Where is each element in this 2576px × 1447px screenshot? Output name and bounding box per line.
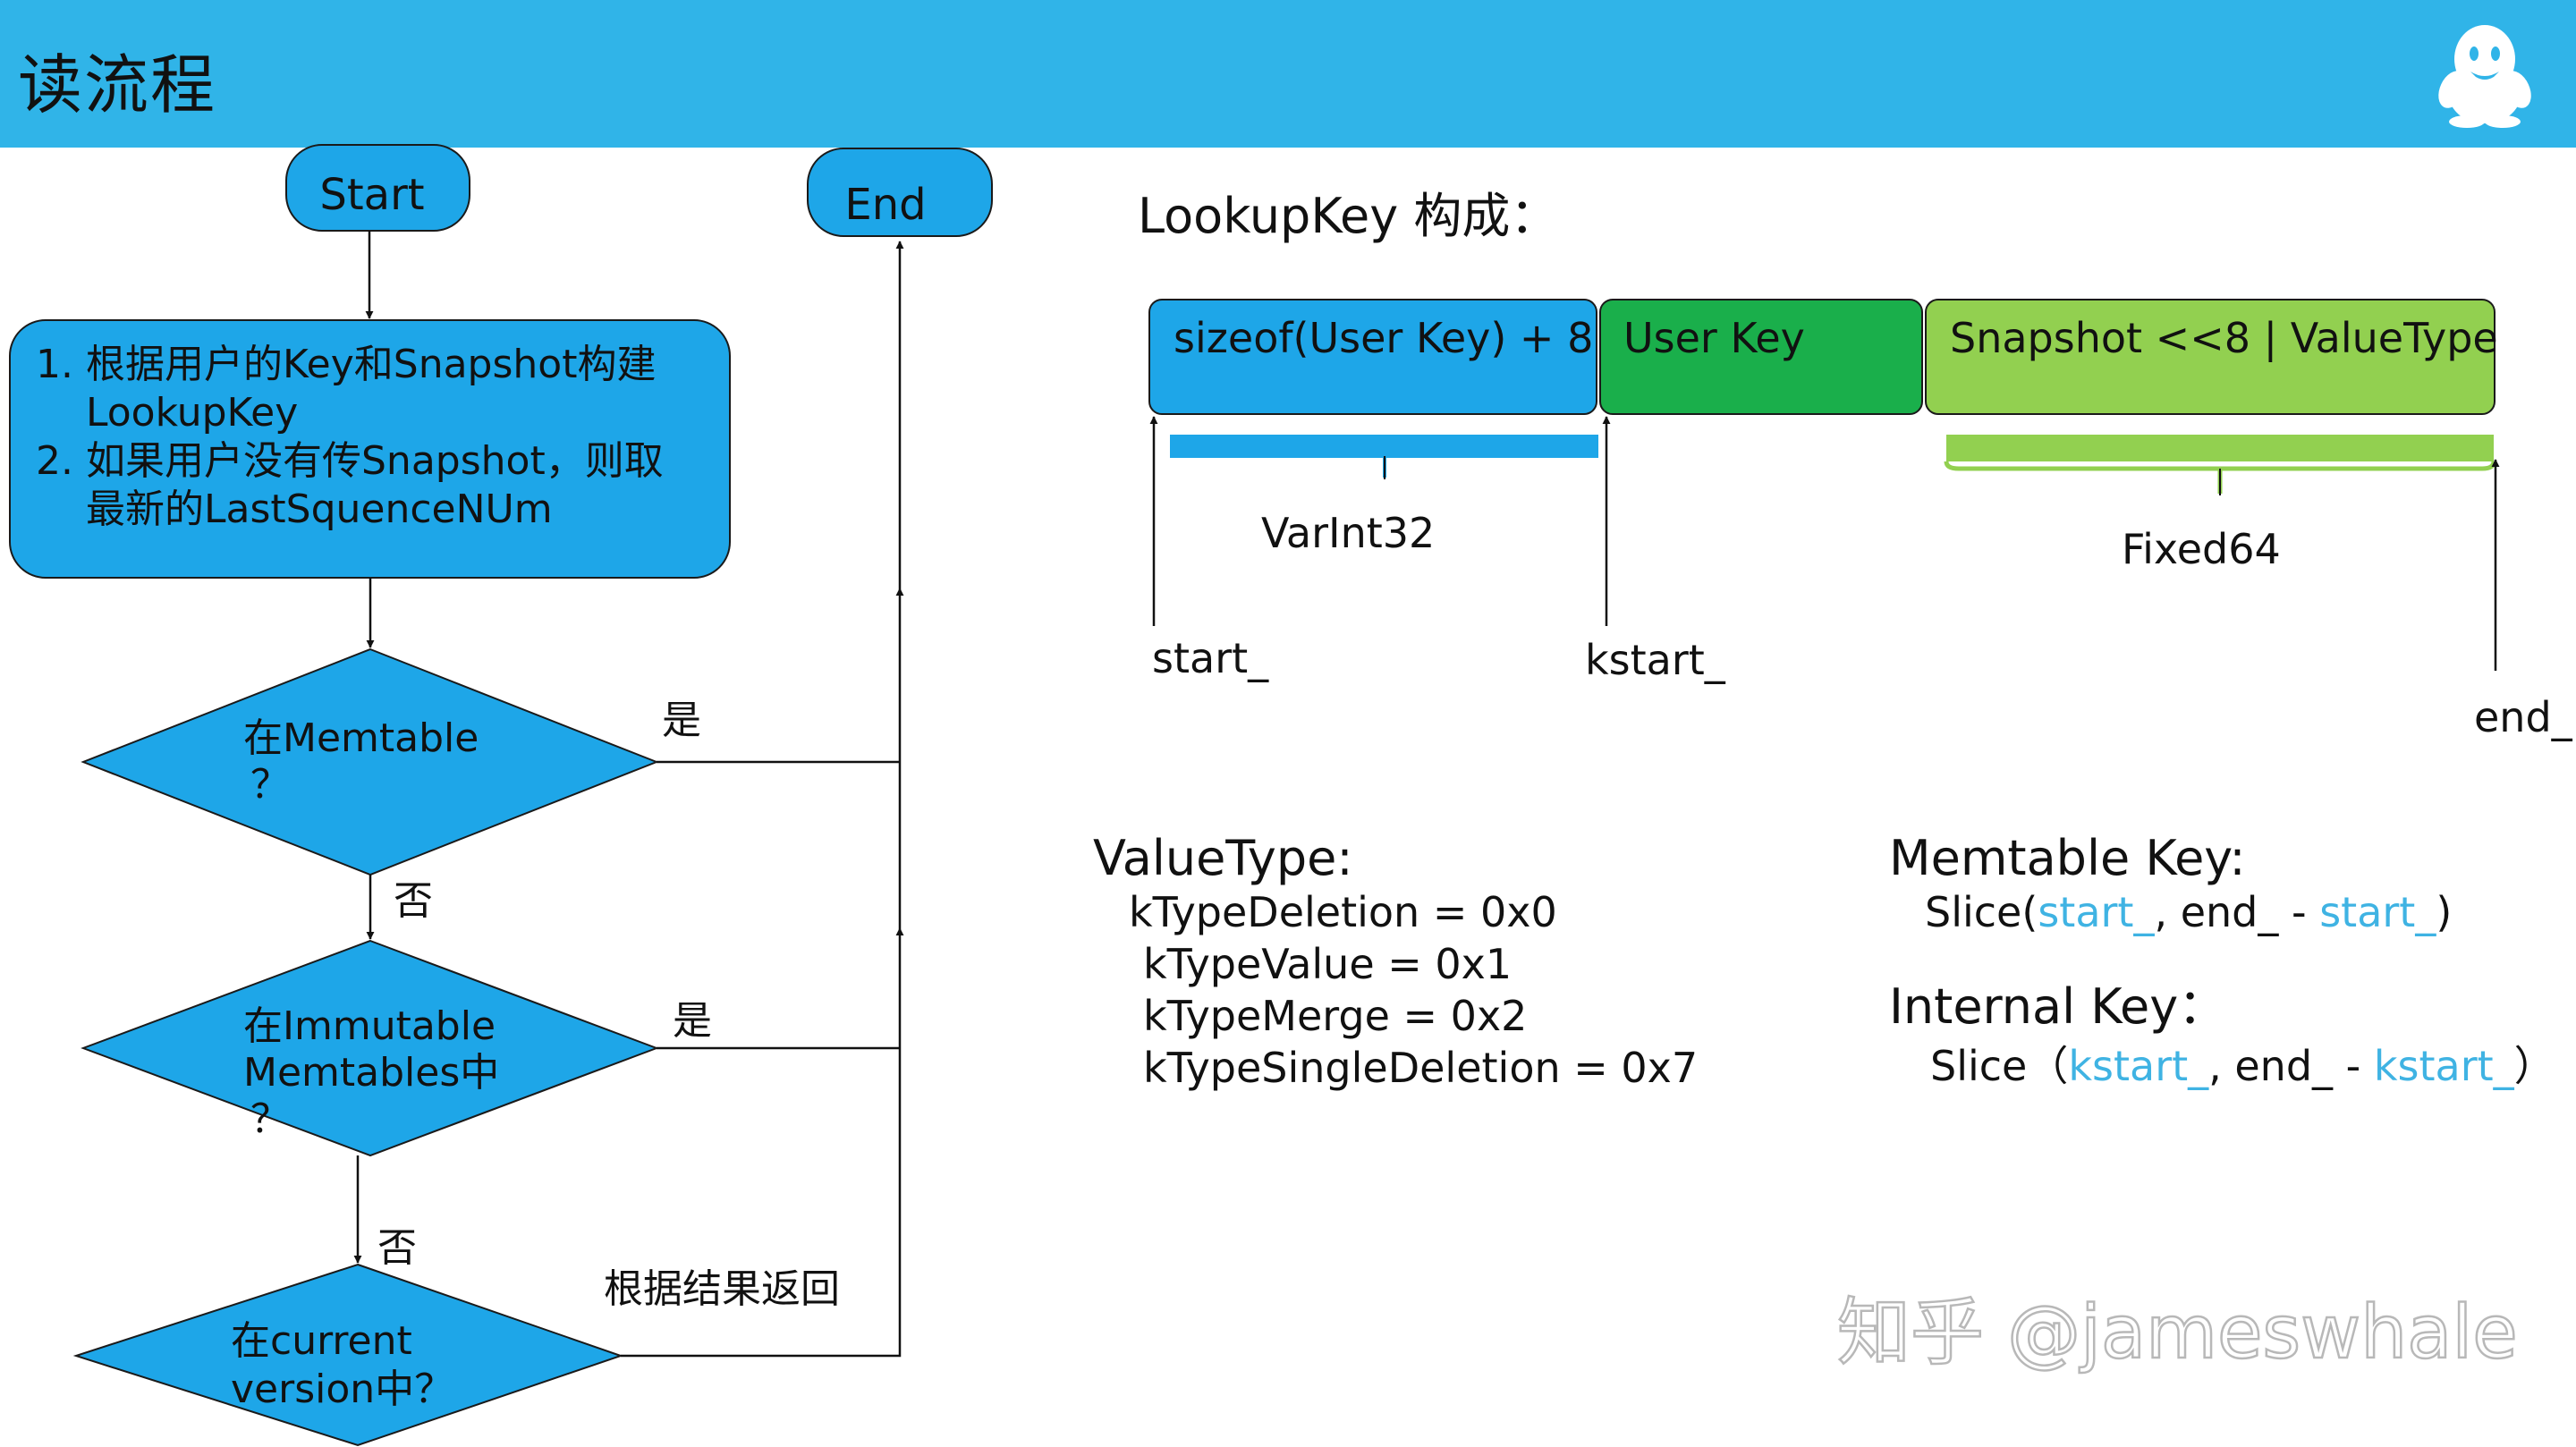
memtable-key-title: Memtable Key: <box>1889 830 2246 886</box>
decision-immutable-line1: 在Immutable <box>243 1003 496 1049</box>
step2-number: 2. <box>36 438 73 484</box>
decision-immutable-line2: Memtables中 <box>243 1050 499 1096</box>
value-type-section: ValueType: kTypeDeletion = 0x0 kTypeValu… <box>1093 830 1698 1092</box>
lookup-key-title: LookupKey 构成： <box>1138 188 1558 244</box>
step1-line1: 根据用户的Key和Snapshot构建 <box>86 342 656 387</box>
pointer-end-label: end_ <box>2474 693 2573 741</box>
value-type-item: kTypeSingleDeletion = 0x7 <box>1143 1044 1698 1092</box>
end-node: End <box>807 148 993 237</box>
segment-user-key: User Key <box>1599 299 1923 415</box>
flowchart: Start End 1. 根据用户的Key和Snapshot构建 LookupK… <box>9 144 993 1447</box>
value-type-item: kTypeDeletion = 0x0 <box>1129 888 1557 936</box>
decision-current-line2: version中？ <box>231 1367 453 1412</box>
no-label-immutable: 否 <box>377 1225 417 1271</box>
end-label: End <box>844 180 926 230</box>
return-label: 根据结果返回 <box>604 1266 840 1312</box>
segment-snapshot: Snapshot <<8 | ValueType <box>1925 299 2498 415</box>
yes-label-memtable: 是 <box>662 698 701 743</box>
value-type-item: kTypeMerge = 0x2 <box>1143 992 1527 1040</box>
pointer-start-label: start_ <box>1152 634 1269 682</box>
start-label: Start <box>319 170 424 220</box>
lookup-key-section: LookupKey 构成： sizeof(User Key) + 8 User … <box>1138 188 2573 741</box>
pointer-kstart-label: kstart_ <box>1585 636 1726 684</box>
arrow-current-to-return <box>621 927 904 1358</box>
brace-varint-fill <box>1172 435 1597 456</box>
segment-user-key-label: User Key <box>1623 314 1805 362</box>
yes-label-immutable: 是 <box>673 998 712 1044</box>
memtable-key-section: Memtable Key: Slice(start_, end_ - start… <box>1889 830 2452 936</box>
title-bar: 读流程 <box>0 0 2576 148</box>
step2-line2: 最新的LastSquenceNUm <box>86 487 553 532</box>
decision-memtable-line2: ？ <box>250 762 290 808</box>
value-type-title: ValueType: <box>1093 830 1353 886</box>
value-type-item: kTypeValue = 0x1 <box>1143 940 1512 988</box>
page-title: 读流程 <box>18 47 217 123</box>
brace-fixed-label: Fixed64 <box>2122 525 2281 573</box>
step1-line2: LookupKey <box>86 390 298 436</box>
step1-number: 1. <box>36 342 73 387</box>
decision-immutable: 在Immutable Memtables中 ？ <box>80 939 659 1157</box>
segment-snapshot-label: Snapshot <<8 | ValueType <box>1950 314 2498 363</box>
decision-immutable-line3: ？ <box>250 1096 290 1142</box>
step2-line1: 如果用户没有传Snapshot，则取 <box>86 438 664 484</box>
start-node: Start <box>285 144 470 232</box>
qq-penguin-icon <box>2438 25 2531 128</box>
watermark: 知乎 @jameswhale <box>1837 1290 2518 1375</box>
no-label-memtable: 否 <box>394 878 433 924</box>
brace-fixed-fill <box>1946 435 2494 461</box>
decision-current-line1: 在current <box>231 1318 412 1364</box>
decision-current-version: 在current version中？ <box>72 1263 624 1447</box>
lookup-process-box: 1. 根据用户的Key和Snapshot构建 LookupKey 2. 如果用户… <box>9 319 731 579</box>
memtable-key-slice: Slice(start_, end_ - start_) <box>1925 888 2452 936</box>
decision-memtable-line1: 在Memtable <box>243 715 479 761</box>
decision-memtable: 在Memtable ？ <box>80 647 659 876</box>
segment-size: sizeof(User Key) + 8 <box>1148 299 1597 415</box>
segment-size-label: sizeof(User Key) + 8 <box>1174 314 1593 362</box>
internal-key-slice: Slice（kstart_, end_ - kstart_） <box>1930 1042 2555 1090</box>
internal-key-section: Internal Key： Slice（kstart_, end_ - ksta… <box>1889 978 2555 1090</box>
flow-connectors <box>353 231 904 1358</box>
brace-varint-label: VarInt32 <box>1261 509 1435 557</box>
internal-key-title: Internal Key： <box>1889 978 2226 1035</box>
